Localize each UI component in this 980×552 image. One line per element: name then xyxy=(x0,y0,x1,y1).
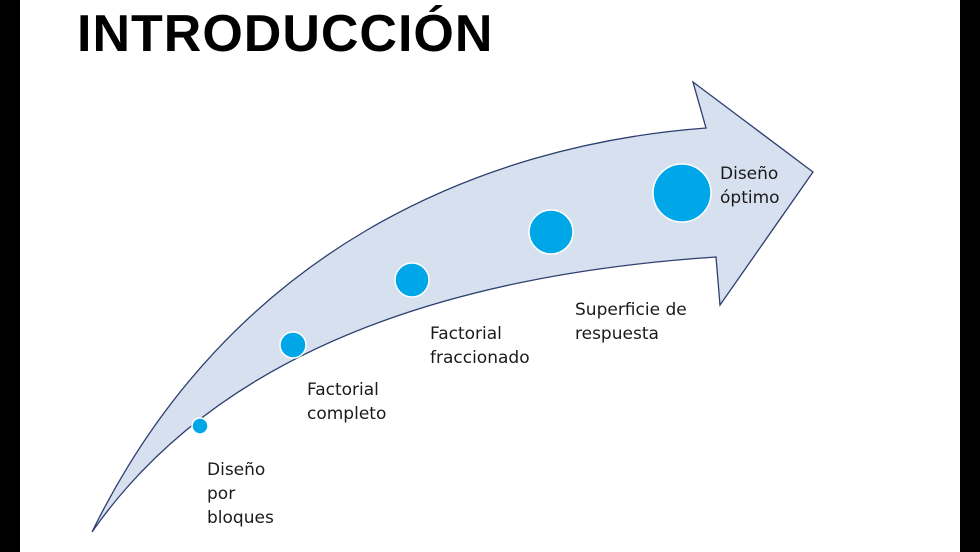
stage-label-factorial-fraccionado: Factorial fraccionado xyxy=(430,324,530,368)
stage-dot-diseno-por-bloques xyxy=(191,417,209,435)
slide: INTRODUCCIÓN Diseño por bloques Factoria… xyxy=(20,0,960,552)
stage-label-diseno-por-bloques: Diseño por bloques xyxy=(207,460,274,528)
stage-dot-superficie-de-respuesta xyxy=(528,209,574,255)
stage-label-factorial-completo: Factorial completo xyxy=(307,380,387,424)
stage-label-diseno-optimo: Diseño óptimo xyxy=(720,164,780,208)
page-title: INTRODUCCIÓN xyxy=(77,5,494,63)
stage-dot-factorial-fraccionado xyxy=(394,262,430,298)
progression-arrow-diagram xyxy=(91,80,814,533)
stage-dot-factorial-completo xyxy=(279,331,307,359)
stage-dot-diseno-optimo xyxy=(652,163,712,223)
curved-arrow xyxy=(91,80,814,533)
stage-label-superficie-de-respuesta: Superficie de respuesta xyxy=(575,300,687,344)
